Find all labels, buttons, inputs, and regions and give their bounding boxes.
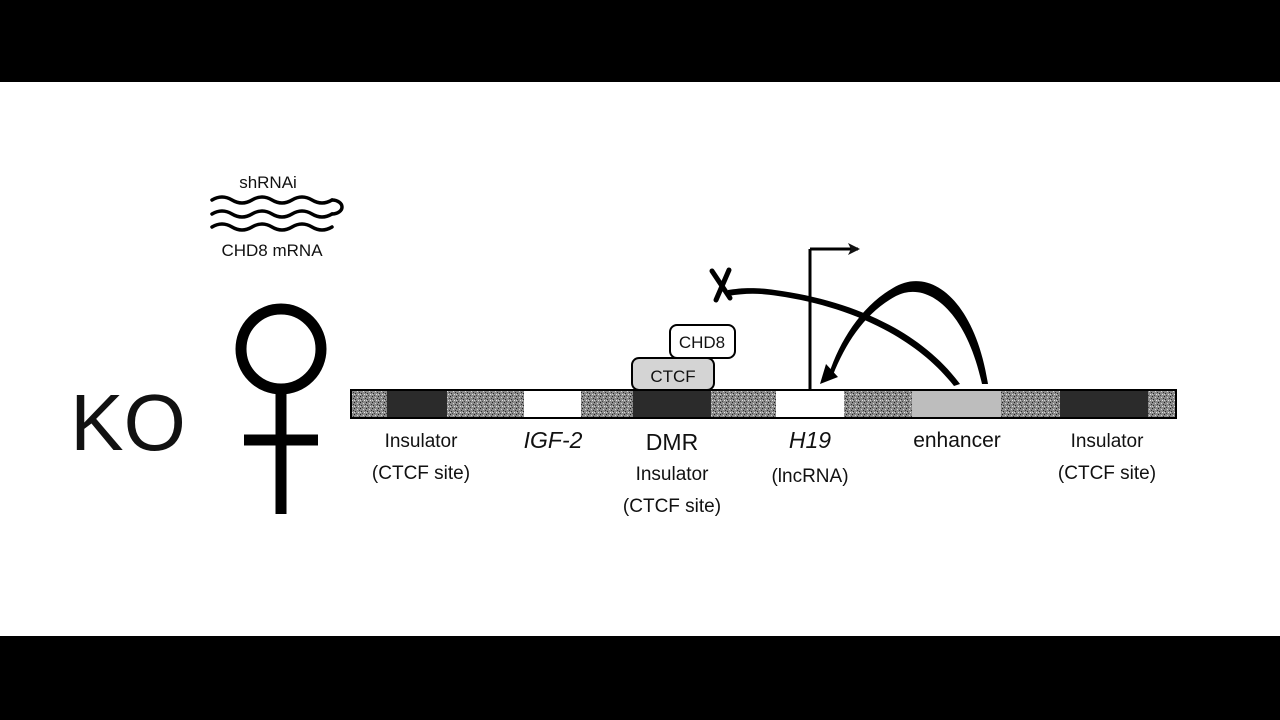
insulator-left-block	[387, 390, 447, 418]
h19-label: H19	[789, 427, 831, 453]
h19-block	[776, 390, 844, 418]
letterbox-top	[0, 0, 1280, 82]
enhancer-label: enhancer	[913, 429, 1001, 452]
insulator-right-label: Insulator	[1071, 431, 1145, 452]
chromosome-bar	[350, 389, 1177, 419]
dmr-block	[633, 390, 711, 418]
female-symbol-icon	[235, 303, 327, 514]
transcription-start-arrow	[808, 243, 860, 390]
x-mark-icon	[709, 267, 733, 303]
ctcf-protein: CTCF	[631, 357, 715, 391]
chd8-mrna-label: CHD8 mRNA	[221, 241, 323, 260]
chd8-protein: CHD8	[669, 324, 736, 359]
blocked-enhancer-arrow	[728, 288, 960, 386]
enhancer-block	[912, 390, 1001, 418]
ctcf-label: CTCF	[650, 367, 695, 386]
dmr-ctcf-site-label: (CTCF site)	[623, 496, 721, 517]
insulator-right-block	[1060, 390, 1148, 418]
ko-label: KO	[70, 378, 186, 467]
insulator-left-label: Insulator	[385, 431, 459, 452]
igf2-block	[524, 390, 581, 418]
dmr-label: DMR	[646, 429, 698, 455]
chd8-label: CHD8	[679, 333, 725, 352]
dmr-insulator-label: Insulator	[636, 464, 710, 485]
shrna-label: shRNAi	[239, 173, 297, 192]
insulator-left-sublabel: (CTCF site)	[372, 463, 470, 484]
shrna-hairpin-icon	[210, 195, 344, 232]
h19-lncrna-label: (lncRNA)	[771, 466, 848, 487]
igf2-label: IGF-2	[524, 427, 583, 453]
enhancer-to-h19-arrow	[820, 281, 988, 384]
letterbox-bottom	[0, 636, 1280, 720]
insulator-right-sublabel: (CTCF site)	[1058, 463, 1156, 484]
